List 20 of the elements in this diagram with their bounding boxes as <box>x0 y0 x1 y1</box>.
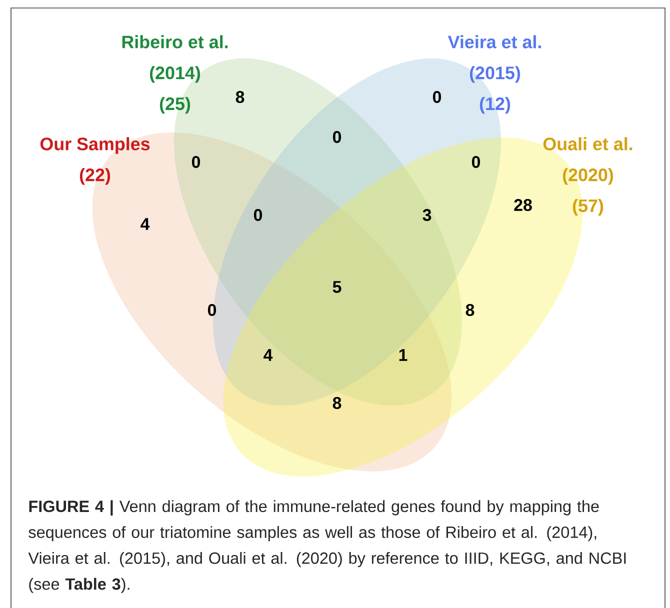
region-count: 28 <box>514 199 532 211</box>
region-count: 0 <box>208 304 216 316</box>
set-title: Vieira et al. (2015) (12) <box>448 35 541 114</box>
region-count: 3 <box>422 208 432 221</box>
region-count: 4 <box>264 349 273 361</box>
region-count: 8 <box>466 304 474 316</box>
region-count: 1 <box>399 349 408 361</box>
set-title: Our Samples (22) <box>40 137 150 185</box>
region-count: 4 <box>140 218 150 230</box>
region-count: 0 <box>254 209 262 221</box>
region-count: 0 <box>432 91 442 103</box>
region-count: 5 <box>332 281 342 293</box>
set-title: Ribeiro et al. (2014) (25) <box>122 35 228 114</box>
region-count: 8 <box>236 91 244 103</box>
region-count: 0 <box>192 156 200 168</box>
figure-caption: FIGURE 4 | Venn diagram of the immune-related genes found by mapping the sequences of our triatomine samples as well as those of Ribeiro et al. (2014), Vieira et al. (2015), and Ouali et al. (2020) by reference to IIID, KEGG, and NCBI (see Table 3). <box>28 500 626 594</box>
region-count: 0 <box>472 156 480 168</box>
set-title: Ouali et al. (2020) (57) <box>543 137 632 216</box>
region-count: 0 <box>332 131 342 143</box>
region-count: 8 <box>332 397 342 409</box>
